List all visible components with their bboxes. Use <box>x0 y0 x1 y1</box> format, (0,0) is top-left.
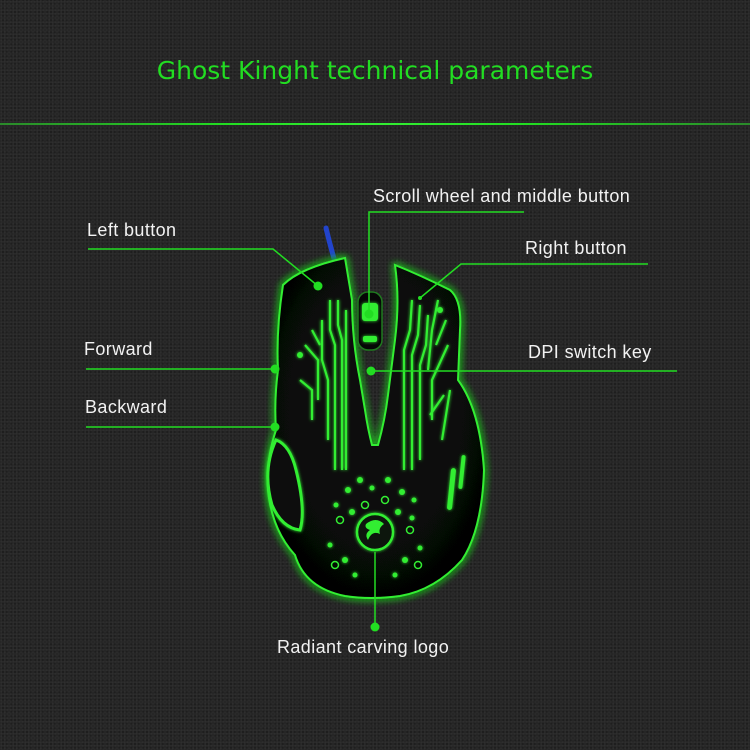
label-right-button: Right button <box>525 238 627 258</box>
marker-left-button <box>313 281 323 291</box>
page-title: Ghost Kinght technical parameters <box>156 56 594 85</box>
dot-pattern <box>297 307 443 578</box>
cable <box>323 225 338 265</box>
leader-left-button <box>88 248 319 287</box>
label-left-button: Left button <box>87 220 177 240</box>
circuit-pattern <box>299 299 452 470</box>
label-scroll-wheel: Scroll wheel and middle button <box>373 186 631 206</box>
side-grip <box>266 438 304 532</box>
marker-right-button <box>418 296 422 300</box>
marker-forward <box>270 364 280 374</box>
leader-right-button <box>419 263 648 299</box>
label-forward: Forward <box>84 339 153 359</box>
leader-scroll-wheel <box>368 211 524 314</box>
marker-scroll-wheel <box>364 309 374 319</box>
dragon-logo <box>355 512 395 552</box>
label-logo: Radiant carving logo <box>277 637 450 657</box>
label-dpi-switch: DPI switch key <box>528 342 652 362</box>
label-backward: Backward <box>85 397 168 417</box>
marker-logo <box>370 622 380 632</box>
ring-pattern <box>330 495 423 570</box>
marker-backward <box>270 422 280 432</box>
marker-dpi <box>366 366 376 376</box>
title-divider <box>0 123 750 125</box>
